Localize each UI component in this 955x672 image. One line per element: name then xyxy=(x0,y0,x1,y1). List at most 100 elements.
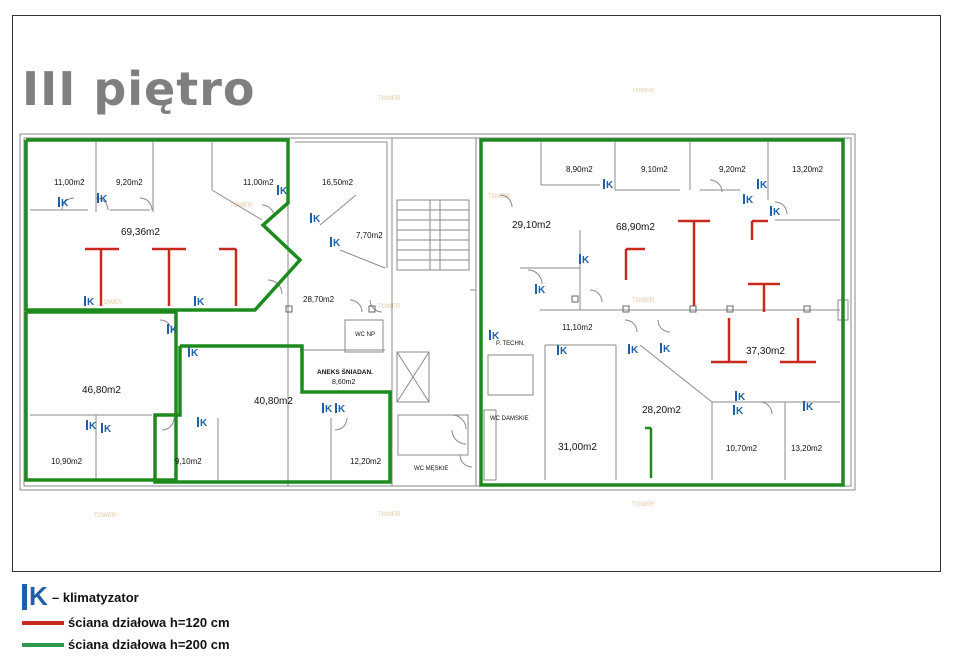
svg-text:K: K xyxy=(560,346,568,357)
svg-text:K: K xyxy=(325,404,333,415)
room-area: 37,30m2 xyxy=(746,346,785,357)
ac-unit-marker: K xyxy=(489,330,500,342)
ac-units: K K K K K K K K K K K K K K K K K K K K … xyxy=(58,179,814,435)
room-area: 69,36m2 xyxy=(121,227,160,238)
building-outline xyxy=(19,133,856,491)
room-area: 28,70m2 xyxy=(303,295,335,304)
svg-text:K: K xyxy=(191,348,199,359)
aneks-label: ANEKS ŚNIADAN. xyxy=(317,367,373,376)
legend-green-wall: ściana działowa h=200 cm xyxy=(22,637,230,652)
ac-unit-marker: K xyxy=(803,401,814,413)
floor-title: III piętro xyxy=(22,62,256,116)
ac-unit-marker: K xyxy=(735,391,746,403)
svg-text:K: K xyxy=(582,255,590,266)
aneks-area: 8,60m2 xyxy=(332,379,355,386)
room-area: 68,90m2 xyxy=(616,222,655,233)
green-wall-swatch xyxy=(22,642,64,647)
watermark: TOWER xyxy=(378,304,401,310)
ac-unit-marker: K xyxy=(743,194,754,206)
room-area: 9,10m2 xyxy=(175,457,202,466)
ac-unit-marker: K xyxy=(101,423,112,435)
room-area: 11,00m2 xyxy=(243,178,274,187)
svg-text:K: K xyxy=(538,285,546,296)
svg-text:K: K xyxy=(338,404,346,415)
watermark: TOWER xyxy=(632,502,655,508)
wc-damskie-label: WC DAMSKIE xyxy=(490,416,529,422)
legend-ac-text: – klimatyzator xyxy=(52,589,139,605)
wc-np-label: WC NP xyxy=(355,332,375,338)
green-walls xyxy=(24,138,845,487)
room-area: 40,80m2 xyxy=(254,396,293,407)
svg-text:K: K xyxy=(806,402,814,413)
svg-text:K: K xyxy=(100,194,108,205)
room-area: 31,00m2 xyxy=(558,442,597,453)
ac-unit-marker: K xyxy=(167,324,178,336)
room-area: 13,20m2 xyxy=(792,165,824,174)
svg-text:K: K xyxy=(61,198,69,209)
svg-text:K: K xyxy=(760,180,768,191)
room-area: 9,20m2 xyxy=(116,178,143,187)
room-area: 10,70m2 xyxy=(726,444,758,453)
room-labels: 11,00m2 9,20m2 11,00m2 69,36m2 16,50m2 7… xyxy=(51,165,824,472)
room-area: 9,20m2 xyxy=(719,165,746,174)
svg-text:K: K xyxy=(104,424,112,435)
room-area: 9,10m2 xyxy=(641,165,668,174)
p-techn-label: P. TECHN. xyxy=(496,341,525,347)
svg-text:K: K xyxy=(492,331,500,342)
svg-text:K: K xyxy=(87,297,95,308)
svg-text:K: K xyxy=(606,180,614,191)
room-area: 28,20m2 xyxy=(642,405,681,416)
ac-unit-marker: K xyxy=(197,417,208,429)
legend-red-wall: ściana działowa h=120 cm xyxy=(22,615,230,630)
ac-unit-marker: K xyxy=(557,345,568,357)
ac-unit-marker: K xyxy=(535,284,546,296)
svg-text:K: K xyxy=(746,195,754,206)
svg-text:K: K xyxy=(313,214,321,225)
watermark: TOWER xyxy=(94,513,117,519)
room-area: 12,20m2 xyxy=(350,457,382,466)
svg-text:K: K xyxy=(663,344,671,355)
svg-text:K: K xyxy=(736,406,744,417)
ac-unit-marker: K xyxy=(194,296,205,308)
watermark: TOWER xyxy=(378,96,401,102)
svg-text:K: K xyxy=(631,345,639,356)
svg-text:K: K xyxy=(333,238,341,249)
red-walls xyxy=(85,219,816,364)
ac-unit-marker: K xyxy=(310,213,321,225)
room-area: 8,90m2 xyxy=(566,165,593,174)
room-area: 11,10m2 xyxy=(562,323,593,332)
ac-unit-marker: K xyxy=(579,254,590,266)
ac-unit-marker: K xyxy=(86,420,97,432)
watermarks: TOWER TOWER TOWER TOWER TOWER TOWER TOWE… xyxy=(94,88,655,519)
red-wall-swatch xyxy=(22,620,64,625)
watermark: TOWER xyxy=(632,298,655,304)
svg-text:K: K xyxy=(89,421,97,432)
watermark: TOWER xyxy=(100,300,123,306)
ac-unit-marker: K xyxy=(277,185,288,197)
ac-unit-marker: K xyxy=(757,179,768,191)
svg-text:K: K xyxy=(200,418,208,429)
legend-red-text: ściana działowa h=120 cm xyxy=(68,615,230,630)
ac-unit-marker: K xyxy=(322,403,333,415)
room-area: 46,80m2 xyxy=(82,385,121,396)
watermark: TOWER xyxy=(632,88,655,94)
ac-unit-marker: K xyxy=(603,179,614,191)
room-area: 10,90m2 xyxy=(51,457,83,466)
room-area: 29,10m2 xyxy=(512,220,551,231)
watermark: TOWER xyxy=(378,512,401,518)
legend-green-text: ściana działowa h=200 cm xyxy=(68,637,230,652)
watermark: TOWER xyxy=(230,203,253,209)
ac-unit-marker: K xyxy=(84,296,95,308)
svg-text:K: K xyxy=(170,325,178,336)
ac-unit-marker: K xyxy=(628,344,639,356)
ac-unit-marker: K xyxy=(770,206,781,218)
ac-unit-marker: K xyxy=(335,403,346,415)
room-area: 13,20m2 xyxy=(791,444,823,453)
ac-unit-marker: K xyxy=(188,347,199,359)
drawing-frame xyxy=(12,15,941,572)
svg-text:K: K xyxy=(280,186,288,197)
ac-unit-marker: K xyxy=(58,197,69,209)
watermark: TOWER xyxy=(488,194,511,200)
room-area: 11,00m2 xyxy=(54,178,85,187)
